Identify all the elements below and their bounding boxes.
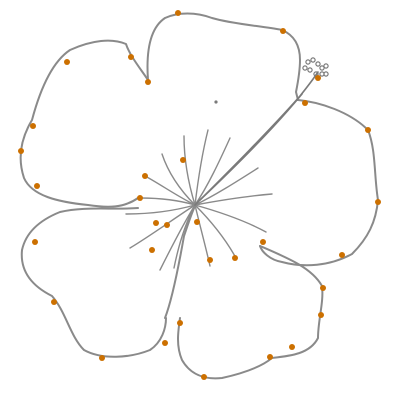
petal-top	[146, 12, 301, 101]
vein	[139, 197, 196, 206]
keypoint-marker	[180, 157, 186, 163]
keypoint-marker	[320, 285, 326, 291]
keypoint-marker	[375, 199, 381, 205]
petal-lower-left	[20, 207, 167, 358]
keypoint-marker	[232, 255, 238, 261]
stamen-stalk	[194, 71, 319, 206]
keypoint-marker	[267, 354, 273, 360]
vein	[194, 193, 273, 206]
vein	[161, 153, 196, 206]
vein	[129, 204, 196, 249]
keypoint-marker	[145, 79, 151, 85]
keypoint-marker	[315, 75, 321, 81]
anther-dot	[319, 65, 325, 71]
keypoint-marker	[365, 127, 371, 133]
petal-lower-right-edge	[164, 205, 196, 319]
vein	[194, 204, 211, 267]
anther-dot	[302, 65, 308, 71]
keypoint-markers	[18, 10, 381, 380]
vein	[194, 204, 267, 233]
keypoint-marker	[149, 247, 155, 253]
keypoint-marker	[18, 148, 24, 154]
pistil-dot	[214, 100, 218, 104]
petal-lower-right	[177, 245, 324, 380]
keypoint-marker	[177, 320, 183, 326]
flower-veins	[125, 129, 273, 271]
vein	[125, 204, 196, 215]
vein	[194, 137, 231, 206]
vein	[144, 175, 196, 206]
keypoint-marker	[207, 257, 213, 263]
anther-dot	[323, 71, 329, 77]
keypoint-marker	[30, 123, 36, 129]
keypoint-marker	[34, 183, 40, 189]
anther-dot	[323, 63, 329, 69]
keypoint-marker	[32, 239, 38, 245]
vein	[194, 167, 259, 206]
stamen-stalk-inner	[199, 93, 303, 201]
keypoint-marker	[128, 54, 134, 60]
petal-right	[259, 99, 379, 267]
keypoint-marker	[339, 252, 345, 258]
keypoint-marker	[51, 299, 57, 305]
stamen-anthers	[302, 57, 329, 77]
keypoint-marker	[289, 344, 295, 350]
keypoint-marker	[201, 374, 207, 380]
keypoint-marker	[194, 219, 200, 225]
keypoint-marker	[137, 195, 143, 201]
keypoint-marker	[302, 100, 308, 106]
keypoint-marker	[175, 10, 181, 16]
vein	[173, 204, 196, 269]
keypoint-marker	[318, 312, 324, 318]
anther-dot	[307, 67, 313, 73]
keypoint-marker	[280, 28, 286, 34]
keypoint-marker	[99, 355, 105, 361]
anther-dot	[305, 59, 311, 65]
petal-left-upper	[19, 39, 149, 208]
vein	[183, 135, 196, 206]
vein	[194, 129, 209, 206]
anther-dot	[315, 61, 321, 67]
stamen	[194, 71, 319, 206]
keypoint-marker	[260, 239, 266, 245]
keypoint-marker	[162, 340, 168, 346]
keypoint-marker	[164, 222, 170, 228]
keypoint-marker	[142, 173, 148, 179]
keypoint-marker	[64, 59, 70, 65]
keypoint-marker	[153, 220, 159, 226]
vein	[194, 204, 237, 259]
anther-dot	[310, 57, 316, 63]
